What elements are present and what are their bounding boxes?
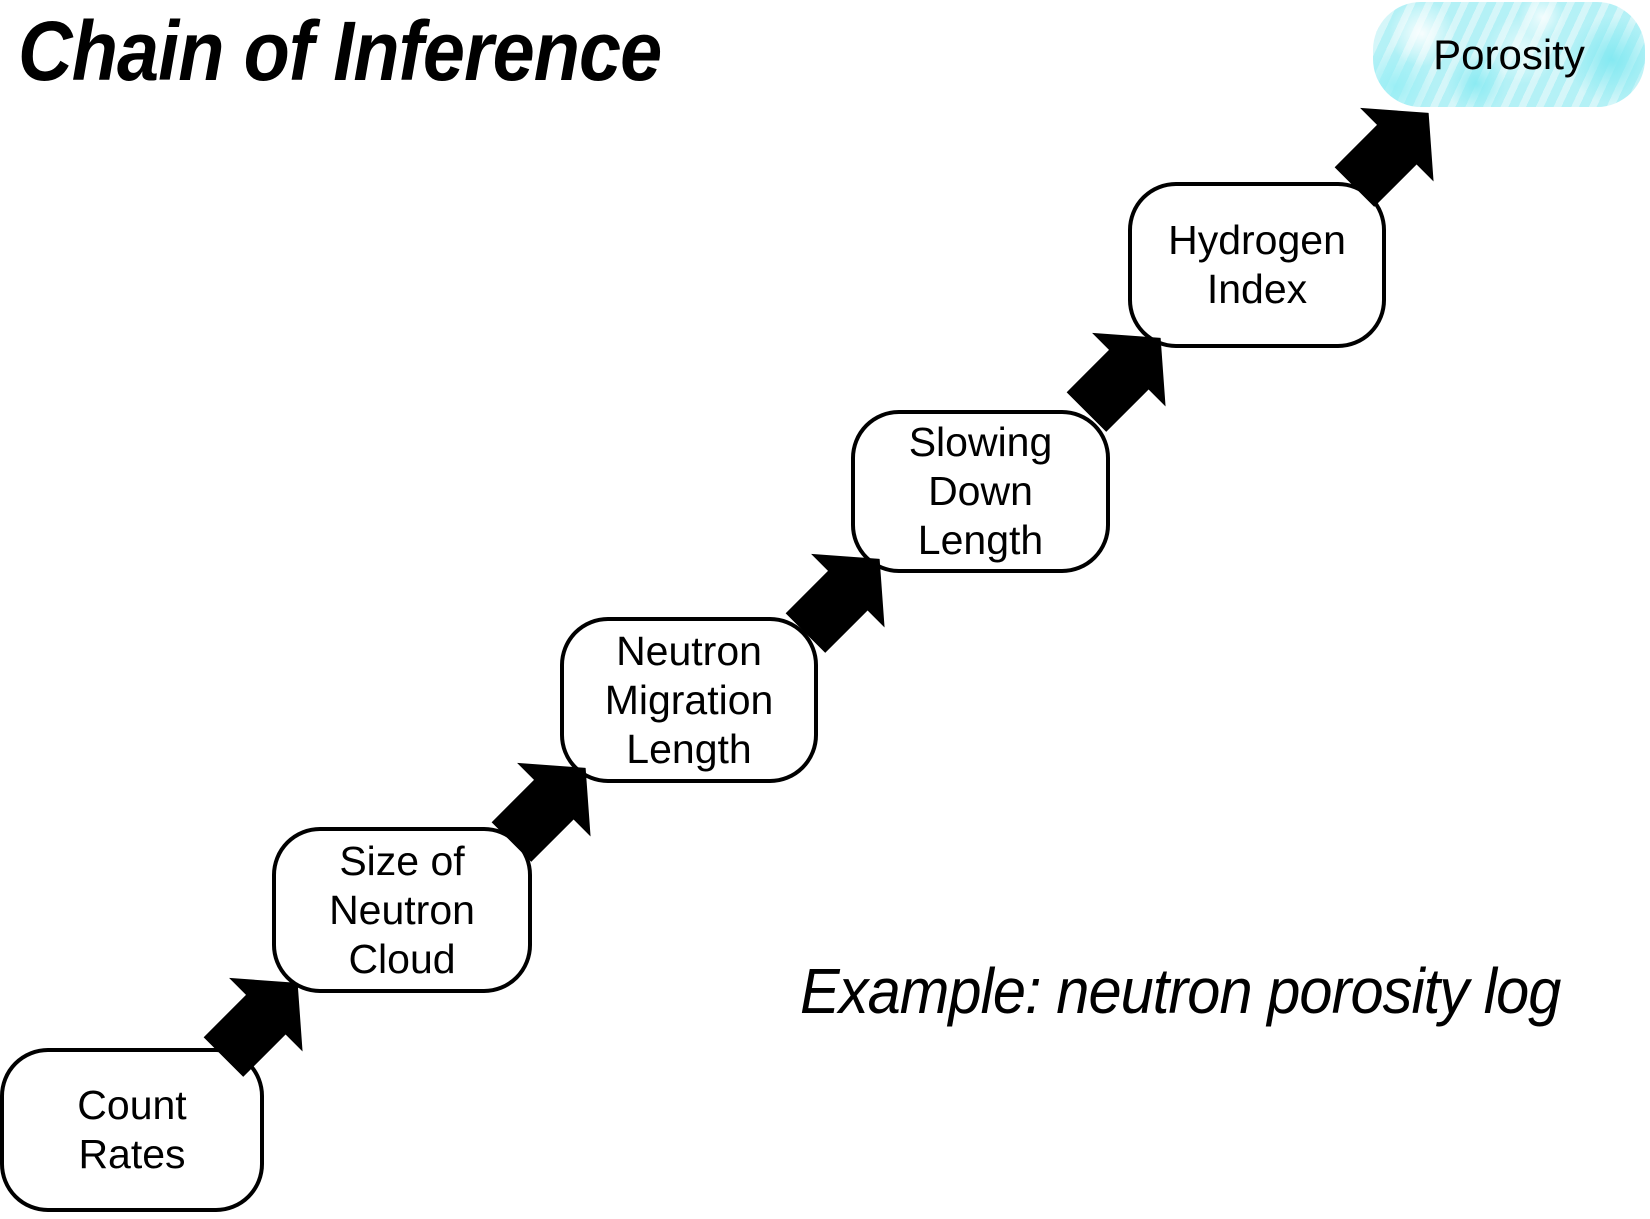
node-label: Hydrogen Index — [1168, 217, 1346, 312]
node-hydrogen-index: Hydrogen Index — [1128, 182, 1386, 348]
node-label: Porosity — [1433, 31, 1585, 78]
block-arrow-up-right-icon — [1334, 107, 1434, 207]
block-arrow-up-right-icon — [785, 553, 885, 653]
node-count-rates: Count Rates — [0, 1048, 264, 1212]
block-arrow-up-right-icon — [203, 977, 303, 1077]
block-arrow-up-right-icon — [491, 762, 591, 862]
node-label: Count Rates — [77, 1082, 187, 1177]
node-porosity: Porosity — [1373, 2, 1645, 107]
example-caption: Example: neutron porosity log — [800, 955, 1561, 1027]
node-label: Slowing Down Length — [908, 419, 1053, 563]
node-slowing-down-length: Slowing Down Length — [851, 410, 1110, 573]
node-label: Size of Neutron Cloud — [329, 837, 475, 982]
node-size-of-neutron-cloud: Size of Neutron Cloud — [272, 827, 532, 993]
node-label: Neutron Migration Length — [604, 627, 774, 772]
node-neutron-migration-length: Neutron Migration Length — [560, 617, 818, 783]
block-arrow-up-right-icon — [1066, 332, 1166, 432]
page-title: Chain of Inference — [18, 4, 662, 98]
